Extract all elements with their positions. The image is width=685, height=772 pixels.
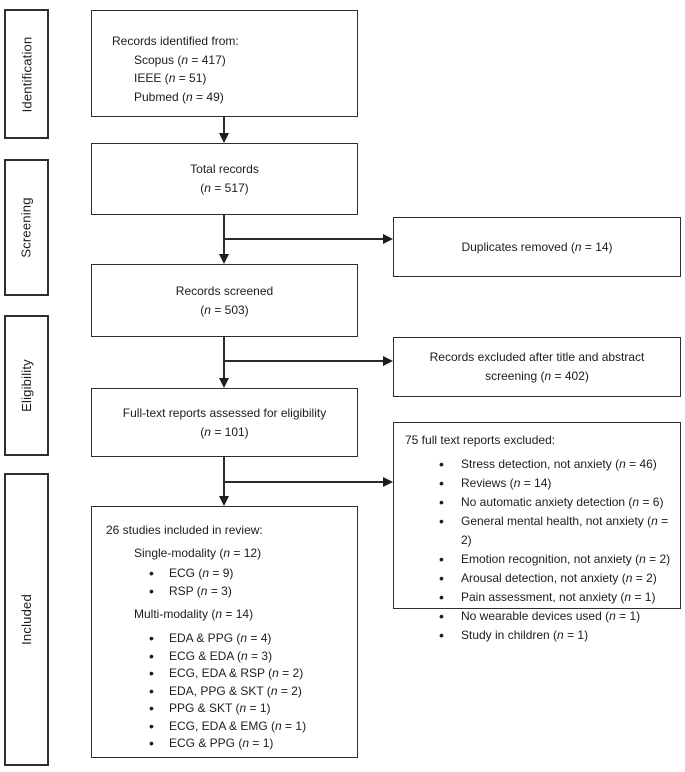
- records-identified-sources: Scopus (n = 417) IEEE (n = 51) Pubmed (n =…: [112, 51, 351, 107]
- arrow-down-icon: [218, 133, 229, 143]
- box-line: Duplicates removed (n = 14): [461, 239, 613, 254]
- stage-label-text: Eligibility: [19, 359, 34, 412]
- list-item: No automatic anxiety detection (n = 6): [405, 493, 674, 512]
- box-line: (n = 101): [200, 424, 249, 439]
- box-records-excluded: Records excluded after title and abstrac…: [393, 337, 681, 397]
- list-item: Pubmed (n = 49): [134, 89, 224, 104]
- box-line: screening (n = 402): [485, 369, 589, 383]
- arrow-down-icon: [218, 496, 229, 506]
- box-records-screened: Records screened (n = 503): [91, 264, 358, 337]
- list-item: IEEE (n = 51): [134, 71, 207, 85]
- list-item: Pain assessment, not anxiety (n = 1): [405, 588, 674, 607]
- multi-modality-list: EDA & PPG (n = 4)ECG & EDA (n = 3)ECG, E…: [106, 630, 349, 753]
- box-included-studies: 26 studies included in review: Single-mo…: [91, 506, 358, 758]
- stage-label-text: Included: [19, 594, 34, 645]
- list-item: Emotion recognition, not anxiety (n = 2): [405, 550, 674, 569]
- list-item: Stress detection, not anxiety (n = 46): [405, 455, 674, 474]
- box-fulltext-excluded: 75 full text reports excluded: Stress de…: [393, 422, 681, 645]
- list-item: No wearable devices used (n = 1): [405, 607, 674, 626]
- list-item: PPG & SKT (n = 1): [106, 700, 349, 718]
- list-item: Arousal detection, not anxiety (n = 2): [405, 569, 674, 588]
- list-item: Study in children (n = 1): [405, 626, 674, 645]
- arrow-right-icon: [383, 355, 393, 366]
- stage-label-screening: Screening: [4, 159, 49, 296]
- stage-label-eligibility: Eligibility: [4, 315, 49, 456]
- box-line: Records screened: [175, 283, 274, 298]
- list-item: EDA & PPG (n = 4): [106, 630, 349, 648]
- stage-label-identification: Identification: [4, 9, 49, 139]
- list-item: Scopus (n = 417): [134, 52, 226, 67]
- box-title: 75 full text reports excluded:: [405, 433, 556, 447]
- arrow-screened-to-fulltext-line: [223, 337, 225, 379]
- list-item: General mental health, not anxiety (n = …: [405, 512, 674, 550]
- arrow-identified-to-total-line: [223, 117, 225, 134]
- box-title: 26 studies included in review:: [106, 523, 263, 537]
- arrow-branch-excluded-line: [224, 360, 384, 362]
- list-item: ECG (n = 9): [106, 564, 349, 582]
- list-item: ECG & EDA (n = 3): [106, 648, 349, 666]
- box-duplicates-removed: Duplicates removed (n = 14): [393, 217, 681, 277]
- single-modality-list: ECG (n = 9)RSP (n = 3): [106, 564, 349, 600]
- arrow-fulltext-to-included-line: [223, 457, 225, 497]
- fulltext-excluded-list: Stress detection, not anxiety (n = 46)Re…: [405, 455, 674, 645]
- arrow-right-icon: [383, 476, 393, 487]
- list-item: ECG, EDA & EMG (n = 1): [106, 718, 349, 736]
- arrow-branch-reports-excluded-line: [224, 481, 384, 483]
- box-title: Records identified from:: [112, 34, 239, 48]
- stage-label-text: Screening: [19, 197, 34, 258]
- list-item: ECG & PPG (n = 1): [106, 735, 349, 753]
- single-modality-heading: Single-modality (n = 12): [134, 546, 262, 560]
- box-total-records: Total records (n = 517): [91, 143, 358, 215]
- arrow-right-icon: [383, 233, 393, 244]
- box-line: Total records: [190, 162, 259, 176]
- list-item: Reviews (n = 14): [405, 474, 674, 493]
- box-fulltext-assessed: Full-text reports assessed for eligibili…: [91, 388, 358, 457]
- arrow-branch-duplicates-line: [224, 238, 384, 240]
- stage-label-text: Identification: [19, 36, 35, 112]
- list-item: ECG, EDA & RSP (n = 2): [106, 665, 349, 683]
- multi-modality-heading: Multi-modality (n = 14): [134, 607, 254, 621]
- arrow-total-to-screened-line: [223, 215, 225, 255]
- box-line: Full-text reports assessed for eligibili…: [122, 405, 327, 420]
- list-item: EDA, PPG & SKT (n = 2): [106, 683, 349, 701]
- stage-label-included: Included: [4, 473, 49, 766]
- box-line: (n = 517): [200, 181, 249, 195]
- box-records-identified: Records identified from: Scopus (n = 417…: [91, 10, 358, 117]
- arrow-down-icon: [218, 378, 229, 388]
- box-line: Records excluded after title and abstrac…: [429, 350, 645, 364]
- box-line: (n = 503): [200, 302, 249, 317]
- arrow-down-icon: [218, 254, 229, 264]
- list-item: RSP (n = 3): [106, 582, 349, 600]
